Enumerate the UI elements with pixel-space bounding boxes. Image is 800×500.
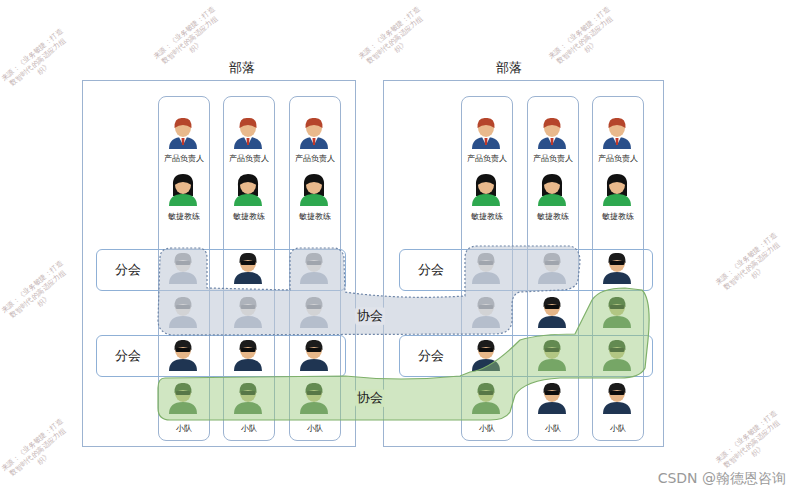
- coach-icon: [538, 174, 566, 206]
- role-caption: 小队: [462, 424, 512, 434]
- watermark: 来源：《业务敏捷：打造数智时代的高适应力组织》: [0, 258, 77, 330]
- chapter-label: 分会: [400, 250, 462, 290]
- role-caption: 敏捷教练: [290, 212, 340, 222]
- guild-blob: 协会: [150, 280, 660, 425]
- engineer-icon: [169, 340, 197, 371]
- tribe-label: 部落: [225, 60, 259, 76]
- watermark: 来源：《业务敏捷：打造数智时代的高适应力组织》: [0, 416, 77, 488]
- role-caption: 产品负责人: [290, 154, 340, 164]
- watermark: 来源：《业务敏捷：打造数智时代的高适应力组织》: [713, 230, 791, 302]
- coach-icon: [234, 174, 262, 206]
- coach-icon: [472, 174, 500, 206]
- engineer-icon: [234, 253, 262, 284]
- watermark: 来源：《业务敏捷：打造数智时代的高适应力组织》: [0, 26, 77, 98]
- engineer-icon: [538, 383, 566, 414]
- role-caption: 敏捷教练: [528, 212, 578, 222]
- owner-icon: [538, 118, 566, 149]
- owner-icon: [472, 118, 500, 149]
- owner-icon: [603, 118, 631, 149]
- guild-blob: 协会: [150, 238, 590, 340]
- owner-icon: [169, 118, 197, 149]
- role-caption: 小队: [159, 424, 209, 434]
- coach-icon: [169, 174, 197, 206]
- role-caption: 敏捷教练: [159, 212, 209, 222]
- role-caption: 产品负责人: [159, 154, 209, 164]
- watermark: 来源：《业务敏捷：打造数智时代的高适应力组织》: [546, 4, 624, 76]
- role-caption: 小队: [290, 424, 340, 434]
- role-caption: 小队: [528, 424, 578, 434]
- role-caption: 产品负责人: [224, 154, 274, 164]
- squad-column: 产品负责人敏捷教练小队: [592, 96, 644, 441]
- owner-icon: [234, 118, 262, 149]
- credit-label: CSDN @翰德恩咨询: [658, 470, 786, 488]
- guild-shape: [158, 246, 580, 335]
- engineer-icon: [603, 253, 631, 284]
- chapter-label: 分会: [97, 336, 159, 376]
- guild-label: 协会: [355, 307, 385, 325]
- chapter-label: 分会: [400, 336, 462, 376]
- role-caption: 敏捷教练: [593, 212, 643, 222]
- role-caption: 敏捷教练: [224, 212, 274, 222]
- engineer-icon: [603, 383, 631, 414]
- chapter-row: 分会: [96, 335, 346, 377]
- watermark: 来源：《业务敏捷：打造数智时代的高适应力组织》: [713, 408, 791, 480]
- guild-shape: [158, 288, 649, 420]
- guild-label: 协会: [355, 389, 385, 407]
- coach-icon: [300, 174, 328, 206]
- engineer-icon: [538, 297, 566, 328]
- watermark: 来源：《业务敏捷：打造数智时代的高适应力组织》: [151, 4, 229, 76]
- coach-icon: [603, 174, 631, 206]
- guild-outline: [150, 280, 660, 425]
- role-caption: 产品负责人: [528, 154, 578, 164]
- role-caption: 敏捷教练: [462, 212, 512, 222]
- role-caption: 小队: [224, 424, 274, 434]
- chapter-label: 分会: [97, 250, 159, 290]
- role-caption: 小队: [593, 424, 643, 434]
- tribe-label: 部落: [492, 60, 526, 76]
- watermark: 来源：《业务敏捷：打造数智时代的高适应力组织》: [356, 4, 434, 76]
- engineer-icon: [234, 340, 262, 371]
- role-caption: 产品负责人: [593, 154, 643, 164]
- role-caption: 产品负责人: [462, 154, 512, 164]
- owner-icon: [300, 118, 328, 149]
- engineer-icon: [300, 340, 328, 371]
